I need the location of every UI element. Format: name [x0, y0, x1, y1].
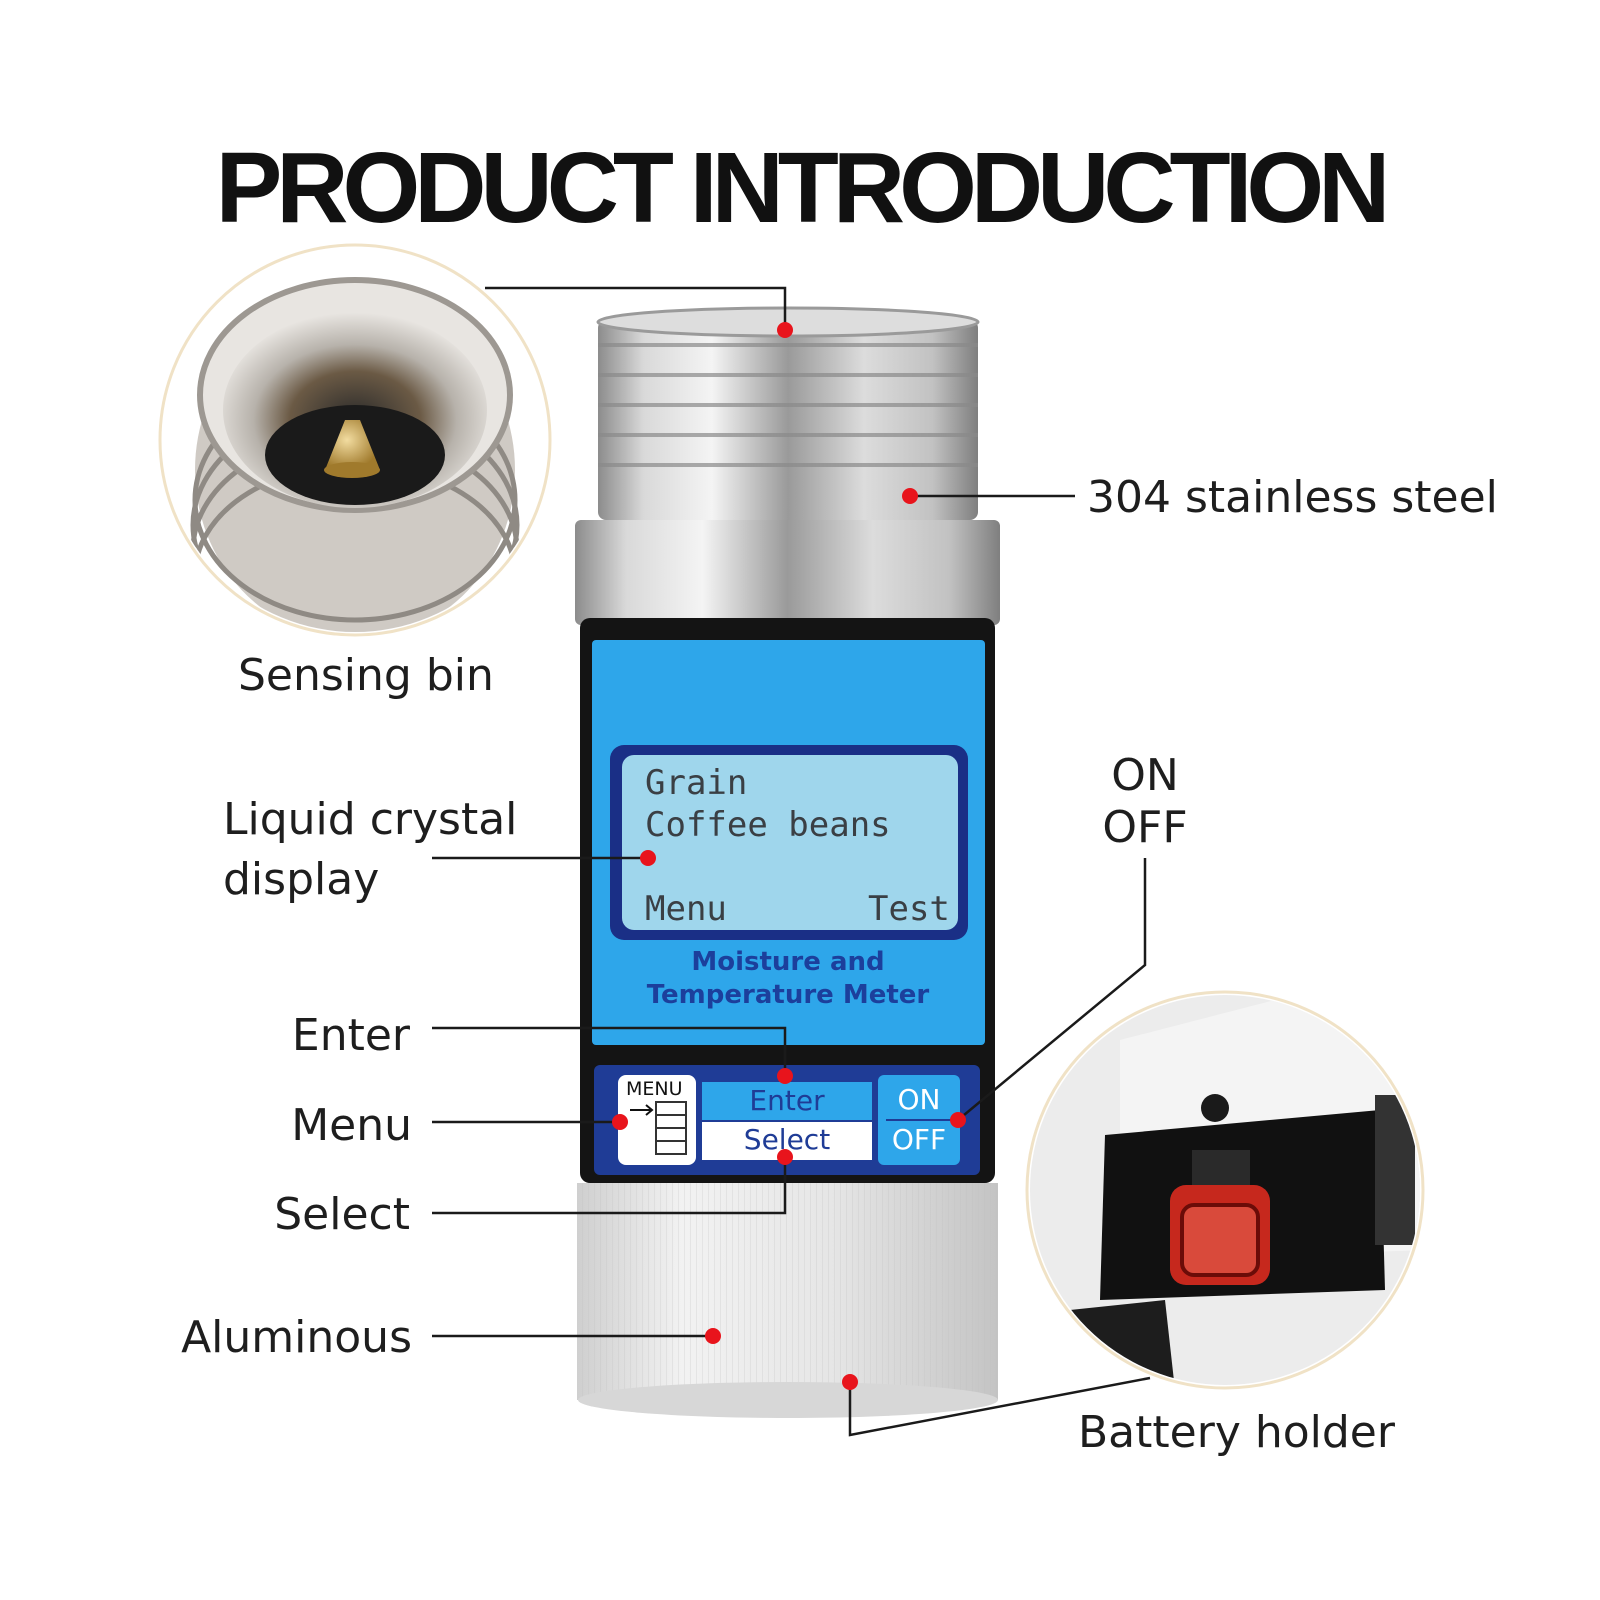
label-battery-holder: Battery holder [1078, 1407, 1395, 1458]
lcd-line-crop: Coffee beans [645, 805, 891, 845]
meter-caption-line2: Temperature Meter [646, 980, 930, 1010]
meter-body [575, 306, 1000, 1418]
label-aluminous: Aluminous [181, 1312, 412, 1363]
battery-holder-inset [1025, 990, 1425, 1390]
key-enter-label: Enter [749, 1084, 825, 1117]
key-select-label: Select [743, 1123, 831, 1156]
page-title: PRODUCT INTRODUCTION [215, 132, 1391, 244]
key-on-label: ON [897, 1083, 941, 1116]
key-menu-label: MENU [626, 1078, 683, 1100]
label-select: Select [274, 1189, 410, 1240]
lcd-softkey-test: Test [868, 889, 950, 929]
menu-list-icon [630, 1101, 687, 1155]
meter-caption-line1: Moisture and [691, 947, 885, 977]
sensing-bin-inset [158, 243, 552, 637]
label-lcd-line1: Liquid crystal [223, 794, 518, 845]
key-off-label: OFF [891, 1123, 947, 1156]
lcd-softkey-menu: Menu [645, 889, 727, 929]
label-sensing-bin: Sensing bin [238, 650, 494, 701]
lcd-line-grain: Grain [645, 763, 748, 803]
leader-lines [432, 286, 1151, 1437]
label-enter: Enter [291, 1010, 410, 1061]
callout-markers [612, 322, 966, 1390]
label-off: OFF [1102, 802, 1188, 853]
label-stainless-steel: 304 stainless steel [1087, 472, 1498, 523]
label-on: ON [1111, 750, 1179, 801]
label-lcd-line2: display [223, 854, 380, 905]
label-menu: Menu [291, 1100, 412, 1151]
